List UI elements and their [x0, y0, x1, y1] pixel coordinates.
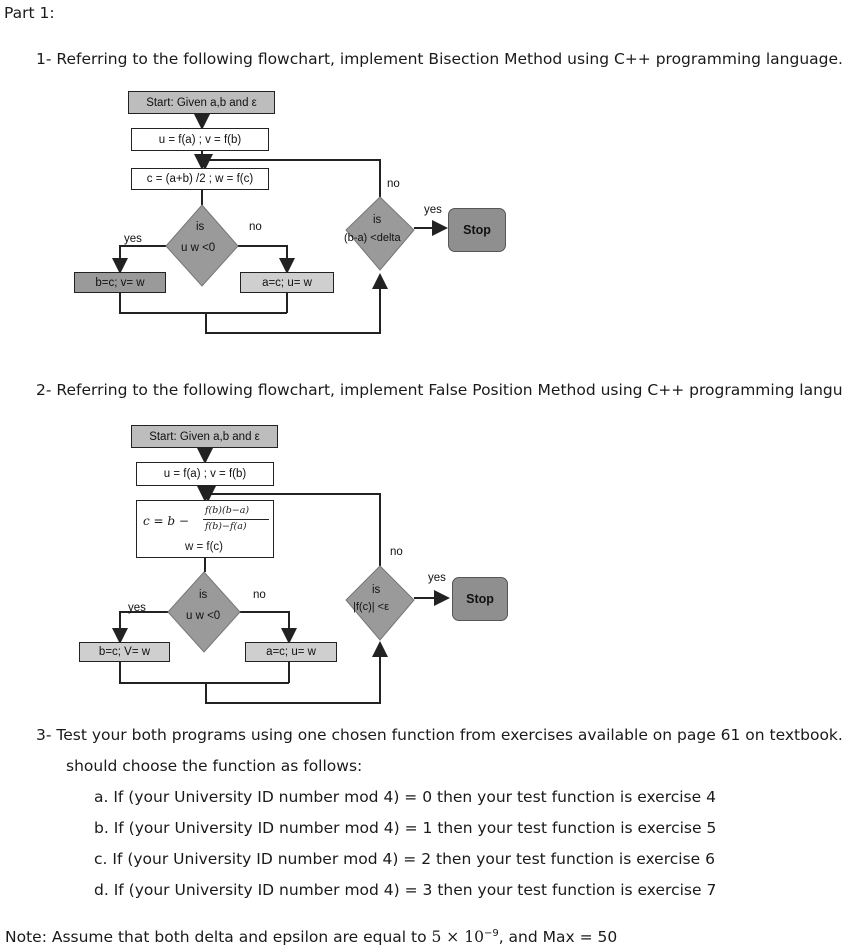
- note-prefix: Note: Assume that both delta and epsilon…: [5, 928, 432, 947]
- note-exponent: −9: [483, 928, 499, 939]
- flow2-formula-numerator: f(b)(b−a): [205, 505, 250, 516]
- flow1-right-box: a=c; u= w: [240, 272, 334, 293]
- flow2-formula-box: c = b − f(b)(b−a) f(b)−f(a) w = f(c): [136, 500, 274, 558]
- flow2-formula-denominator: f(b)−f(a): [205, 521, 247, 532]
- flow2-check-cond: |f(c)| <ε: [353, 601, 389, 613]
- flow2-left-box: b=c; V= w: [79, 642, 170, 662]
- note-value: 5 × 10: [431, 928, 484, 947]
- flow2-right-box: a=c; u= w: [245, 642, 337, 662]
- flow2-uv-box: u = f(a) ; v = f(b): [136, 462, 274, 486]
- flow2-start-box: Start: Given a,b and ε: [131, 425, 278, 448]
- flow1-start-box: Start: Given a,b and ε: [128, 91, 275, 114]
- flow1-check-cond: (b-a) <delta: [344, 232, 401, 244]
- flow1-no-label: no: [249, 221, 262, 233]
- flow2-check-no: no: [390, 546, 403, 558]
- flow1-left-box: b=c; v= w: [74, 272, 166, 293]
- part-title: Part 1:: [4, 4, 55, 22]
- list-item-a: a. If (your University ID number mod 4) …: [94, 788, 716, 806]
- flow2-fraction-bar: [203, 519, 269, 520]
- flow1-diamond-cond: u w <0: [181, 242, 216, 254]
- question-1: 1- Referring to the following flowchart,…: [36, 50, 842, 68]
- flow2-stop-terminal: Stop: [452, 577, 508, 621]
- list-item-d: d. If (your University ID number mod 4) …: [94, 881, 717, 899]
- flow2-diamond-is: is: [199, 589, 208, 601]
- flow1-check-yes: yes: [424, 204, 442, 216]
- question-3-line1: 3- Test your both programs using one cho…: [36, 726, 842, 744]
- flow2-check-is: is: [372, 584, 381, 596]
- flow2-formula-left: c = b −: [143, 514, 189, 528]
- flow1-uv-box: u = f(a) ; v = f(b): [131, 128, 269, 151]
- note-suffix: , and Max = 50: [498, 928, 618, 947]
- flow2-diamond-cond: u w <0: [186, 610, 221, 622]
- list-item-c: c. If (your University ID number mod 4) …: [94, 850, 715, 868]
- flow2-no-label: no: [253, 589, 266, 601]
- flow2-yes-label: yes: [128, 602, 146, 614]
- list-item-b: b. If (your University ID number mod 4) …: [94, 819, 717, 837]
- note: Note: Assume that both delta and epsilon…: [5, 928, 617, 946]
- flow1-check-no: no: [387, 178, 400, 190]
- flow2-check-yes: yes: [428, 572, 446, 584]
- flow1-cw-box: c = (a+b) /2 ; w = f(c): [131, 168, 269, 190]
- flow1-diamond-is: is: [196, 221, 205, 233]
- question-3-line2: should choose the function as follows:: [66, 757, 363, 775]
- flow2-w-line: w = f(c): [185, 541, 224, 553]
- flow1-yes-label: yes: [124, 233, 142, 245]
- flow1-check-is: is: [373, 214, 382, 226]
- question-2: 2- Referring to the following flowchart,…: [36, 381, 842, 399]
- flow1-stop-terminal: Stop: [448, 208, 506, 252]
